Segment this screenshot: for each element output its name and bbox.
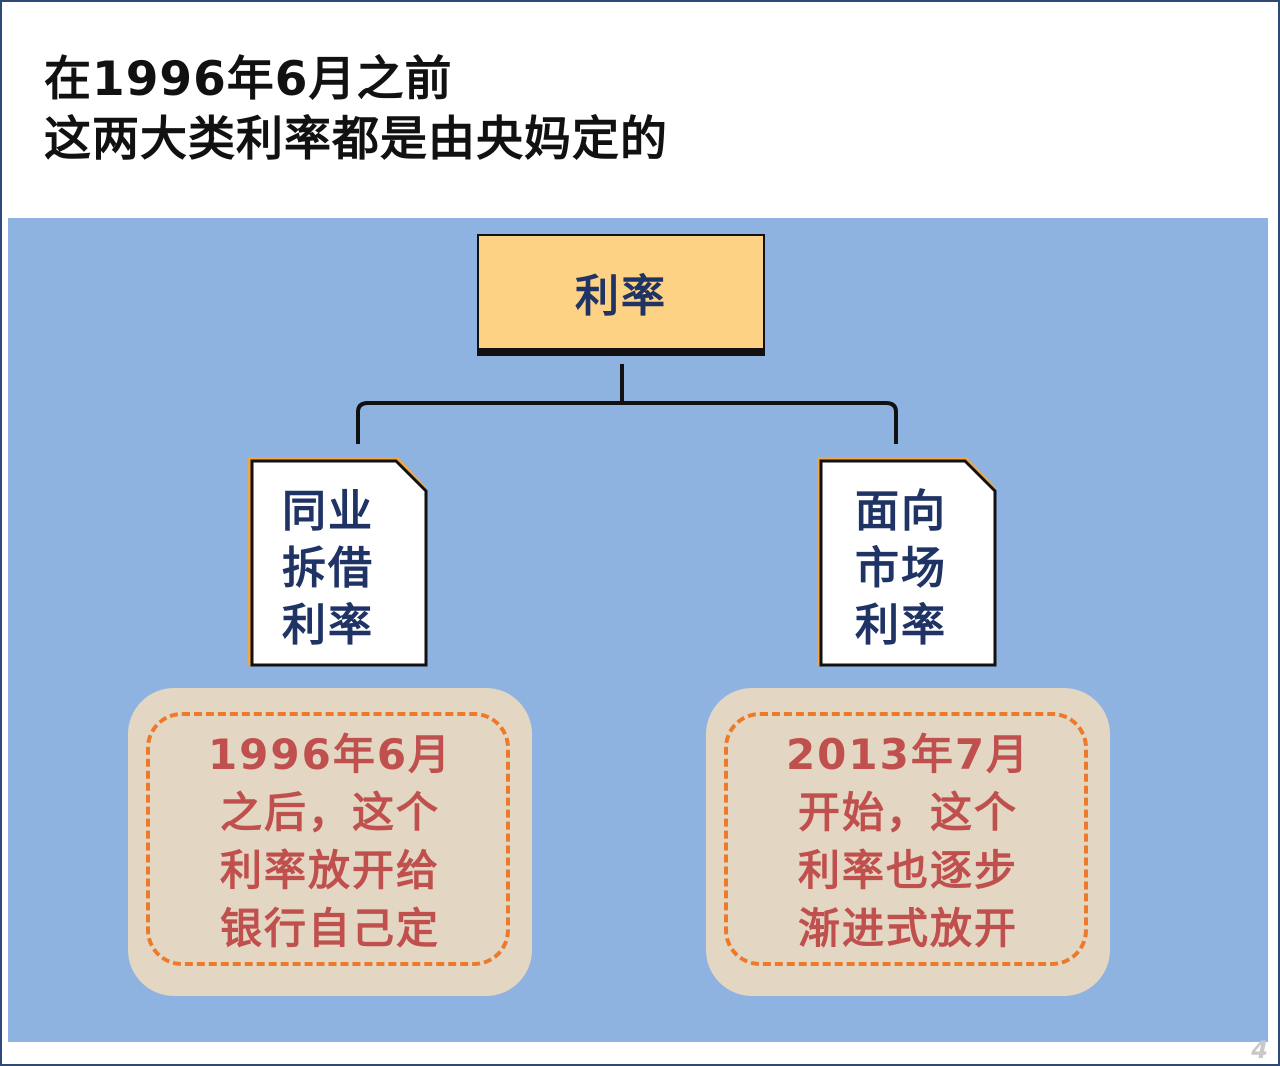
- root-node-interest-rate: 利率: [477, 234, 765, 350]
- doc-node-text: 同业 拆借 利率: [248, 483, 408, 654]
- doc-line: 利率: [282, 600, 374, 651]
- doc-node-text: 面向 市场 利率: [821, 483, 981, 654]
- doc-shape: [248, 457, 428, 667]
- doc-shape: [817, 457, 997, 667]
- note-text: 2013年7月 开始，这个 利率也逐步 渐进式放开: [706, 726, 1110, 958]
- page-number: 4: [1251, 1036, 1268, 1064]
- doc-line: 面向: [855, 486, 947, 537]
- note-line: 利率也逐步: [797, 846, 1018, 895]
- note-line: 渐进式放开: [797, 904, 1018, 953]
- note-dashed-border: [724, 712, 1088, 966]
- root-node-label: 利率: [575, 271, 667, 322]
- slide-title: 在1996年6月之前 这两大类利率都是由央妈定的: [44, 50, 668, 170]
- note-line: 银行自己定: [219, 904, 440, 953]
- doc-line: 利率: [855, 600, 947, 651]
- note-line: 之后，这个: [219, 788, 440, 837]
- doc-line: 市场: [855, 543, 947, 594]
- title-line-2: 这两大类利率都是由央妈定的: [44, 112, 668, 167]
- doc-node-market-rate: 面向 市场 利率: [817, 457, 997, 667]
- note-right: 2013年7月 开始，这个 利率也逐步 渐进式放开: [706, 688, 1110, 996]
- note-left: 1996年6月 之后，这个 利率放开给 银行自己定: [128, 688, 532, 996]
- note-line: 开始，这个: [797, 788, 1018, 837]
- note-text: 1996年6月 之后，这个 利率放开给 银行自己定: [128, 726, 532, 958]
- doc-node-interbank-rate: 同业 拆借 利率: [248, 457, 428, 667]
- note-line: 利率放开给: [219, 846, 440, 895]
- title-line-1: 在1996年6月之前: [44, 52, 453, 107]
- note-line: 2013年7月: [785, 730, 1031, 779]
- note-dashed-border: [146, 712, 510, 966]
- note-line: 1996年6月: [207, 730, 453, 779]
- doc-line: 同业: [282, 486, 374, 537]
- doc-line: 拆借: [282, 543, 374, 594]
